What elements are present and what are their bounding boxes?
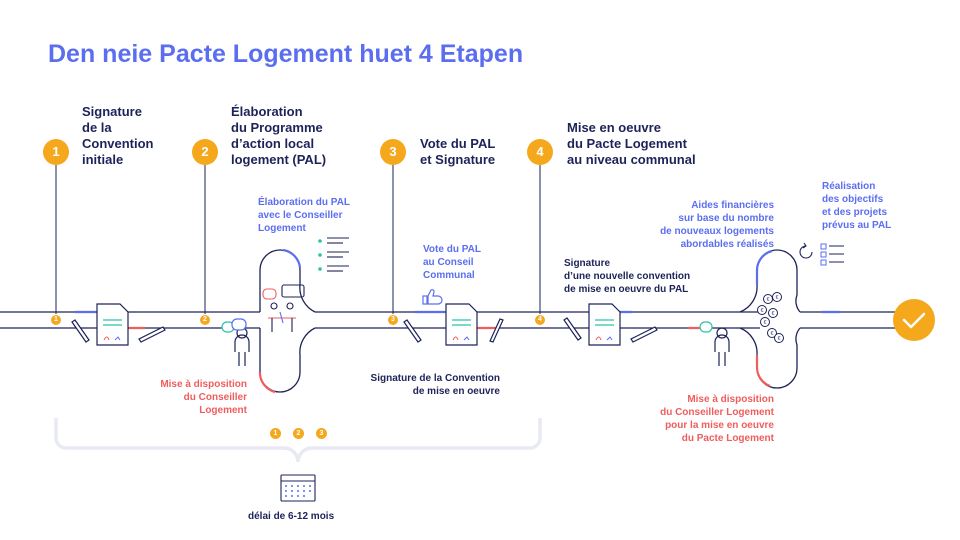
svg-text:€: € xyxy=(767,297,770,303)
document-icon xyxy=(96,303,129,346)
note-mise-dispo-2: Mise à disposition du Conseiller Logemen… xyxy=(660,394,774,444)
speech-bubble-icon xyxy=(221,318,713,333)
step-4-badge: 4 xyxy=(527,139,553,165)
delay-label: délai de 6-12 mois xyxy=(248,511,335,522)
page-title: Den neie Pacte Logement huet 4 Etapen xyxy=(48,40,524,68)
legend-marker-3: 3 xyxy=(316,428,327,439)
note-vote: Vote du PAL au Conseil Communal xyxy=(423,244,481,281)
svg-text:€: € xyxy=(772,311,775,317)
document-icon xyxy=(588,303,621,346)
refresh-icon xyxy=(799,242,813,259)
step-2-title: Élaboration du Programme d’action local … xyxy=(231,104,327,167)
checklist-icon xyxy=(820,243,844,266)
svg-text:€: € xyxy=(778,336,781,342)
checklist-icon xyxy=(318,237,349,272)
step-2-badge: 2 xyxy=(192,139,218,165)
step-connector-lines xyxy=(55,165,541,314)
timeline-marker-2: 2 xyxy=(200,315,210,325)
note-elaboration: Élaboration du PAL avec le Conseiller Lo… xyxy=(258,197,351,234)
svg-text:€: € xyxy=(771,331,774,337)
step-4-title: Mise en oeuvre du Pacte Logement au nive… xyxy=(567,120,696,167)
svg-text:€: € xyxy=(761,308,764,314)
pen-icon xyxy=(71,317,658,343)
delay-brace xyxy=(54,418,542,463)
legend-marker-1: 1 xyxy=(270,428,281,439)
note-mise-dispo-1: Mise à disposition du Conseiller Logemen… xyxy=(160,379,247,416)
legend-marker-2: 2 xyxy=(293,428,304,439)
step-3-badge: 3 xyxy=(380,139,406,165)
meeting-icon xyxy=(262,284,305,332)
document-icon xyxy=(445,303,478,346)
note-aides: Aides financières sur base du nombre de … xyxy=(660,200,774,250)
step-1-badge: 1 xyxy=(43,139,69,165)
person-icon xyxy=(714,327,730,366)
check-icon xyxy=(893,299,935,341)
euro-coins-icon: €€€ €€€ € xyxy=(757,292,784,343)
step-3-title: Vote du PAL et Signature xyxy=(420,136,496,167)
thumbs-up-icon xyxy=(422,289,443,305)
step-1-title: Signature de la Convention initiale xyxy=(82,104,154,167)
note-realisation: Réalisation des objectifs et des projets… xyxy=(822,181,892,231)
timeline-marker-1: 1 xyxy=(51,315,61,325)
svg-text:€: € xyxy=(764,320,767,326)
timeline-marker-4: 4 xyxy=(535,315,545,325)
note-signature-convention: Signature de la Convention de mise en oe… xyxy=(370,373,500,397)
svg-text:€: € xyxy=(776,295,779,301)
person-icon xyxy=(234,327,250,366)
calendar-icon xyxy=(280,474,316,502)
timeline-marker-3: 3 xyxy=(388,315,398,325)
note-signature-new: Signature d’une nouvelle convention de m… xyxy=(564,258,691,295)
